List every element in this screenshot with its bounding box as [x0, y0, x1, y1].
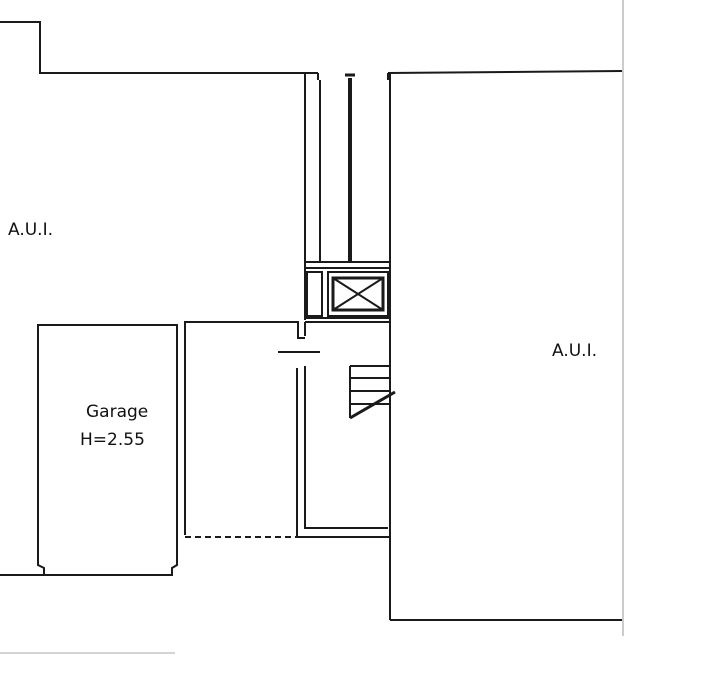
stair-room: [296, 321, 390, 538]
staircase: [349, 365, 396, 420]
outer-walls-right: [387, 0, 624, 636]
room-height-garage: H=2.55: [80, 430, 145, 450]
shaft-pipe: [345, 73, 355, 262]
outer-walls-left: [0, 21, 321, 320]
garage: [0, 324, 178, 576]
elevator: [304, 261, 391, 319]
room-label-aui-left: A.U.I.: [8, 220, 53, 240]
room-label-garage: Garage: [86, 402, 149, 422]
room-label-aui-right: A.U.I.: [552, 341, 597, 361]
middle-room: [184, 321, 320, 538]
